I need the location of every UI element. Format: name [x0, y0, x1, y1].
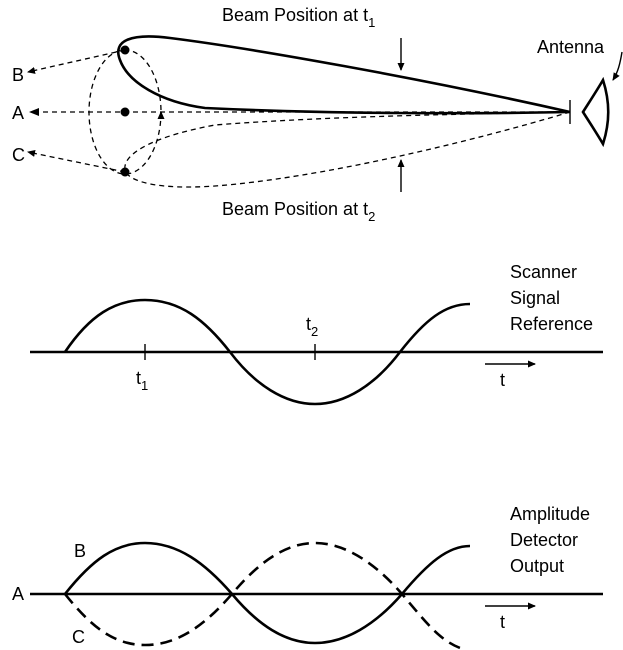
beam-point-c: [120, 167, 130, 177]
point-a-label: A: [12, 103, 24, 123]
point-b-label: B: [12, 65, 24, 85]
antenna-pointer-arrow: [612, 51, 623, 81]
beam-lobe-t1: [117, 35, 571, 115]
beam-point-a: [120, 107, 130, 117]
detector-output-section: Amplitude Detector Output B C A t: [12, 504, 603, 650]
curve-c-label: C: [72, 627, 85, 647]
detector-curve-c: [63, 541, 461, 650]
axis-a-label: A: [12, 584, 24, 604]
scanner-label-line2: Signal: [510, 288, 560, 308]
detector-label-line1: Amplitude: [510, 504, 590, 524]
t2-label: t2: [306, 314, 318, 339]
detector-t-label: t: [500, 612, 505, 632]
beam-t2-label: Beam Position at t2: [222, 199, 375, 224]
direction-line-c: [27, 149, 126, 173]
antenna-label: Antenna: [537, 37, 605, 57]
scanner-sine-wave: [63, 298, 471, 406]
scanner-t-label: t: [500, 370, 505, 390]
beam-geometry-section: Beam Position at t1 Beam Position at t2 …: [12, 5, 623, 224]
detector-curve-b: [63, 541, 471, 645]
beam-t1-label: Beam Position at t1: [222, 5, 375, 30]
direction-line-b: [27, 49, 126, 74]
antenna-reflector: [581, 76, 610, 148]
point-c-label: C: [12, 145, 25, 165]
t1-label: t1: [136, 368, 148, 393]
curve-b-label: B: [74, 541, 86, 561]
scanner-label-line3: Reference: [510, 314, 593, 334]
detector-label-line3: Output: [510, 556, 564, 576]
scanner-reference-section: Scanner Signal Reference t1 t2 t: [30, 262, 603, 406]
scanner-label-line1: Scanner: [510, 262, 577, 282]
detector-label-line2: Detector: [510, 530, 578, 550]
beam-point-b: [120, 45, 130, 55]
beam-lobe-t2: [124, 111, 571, 188]
